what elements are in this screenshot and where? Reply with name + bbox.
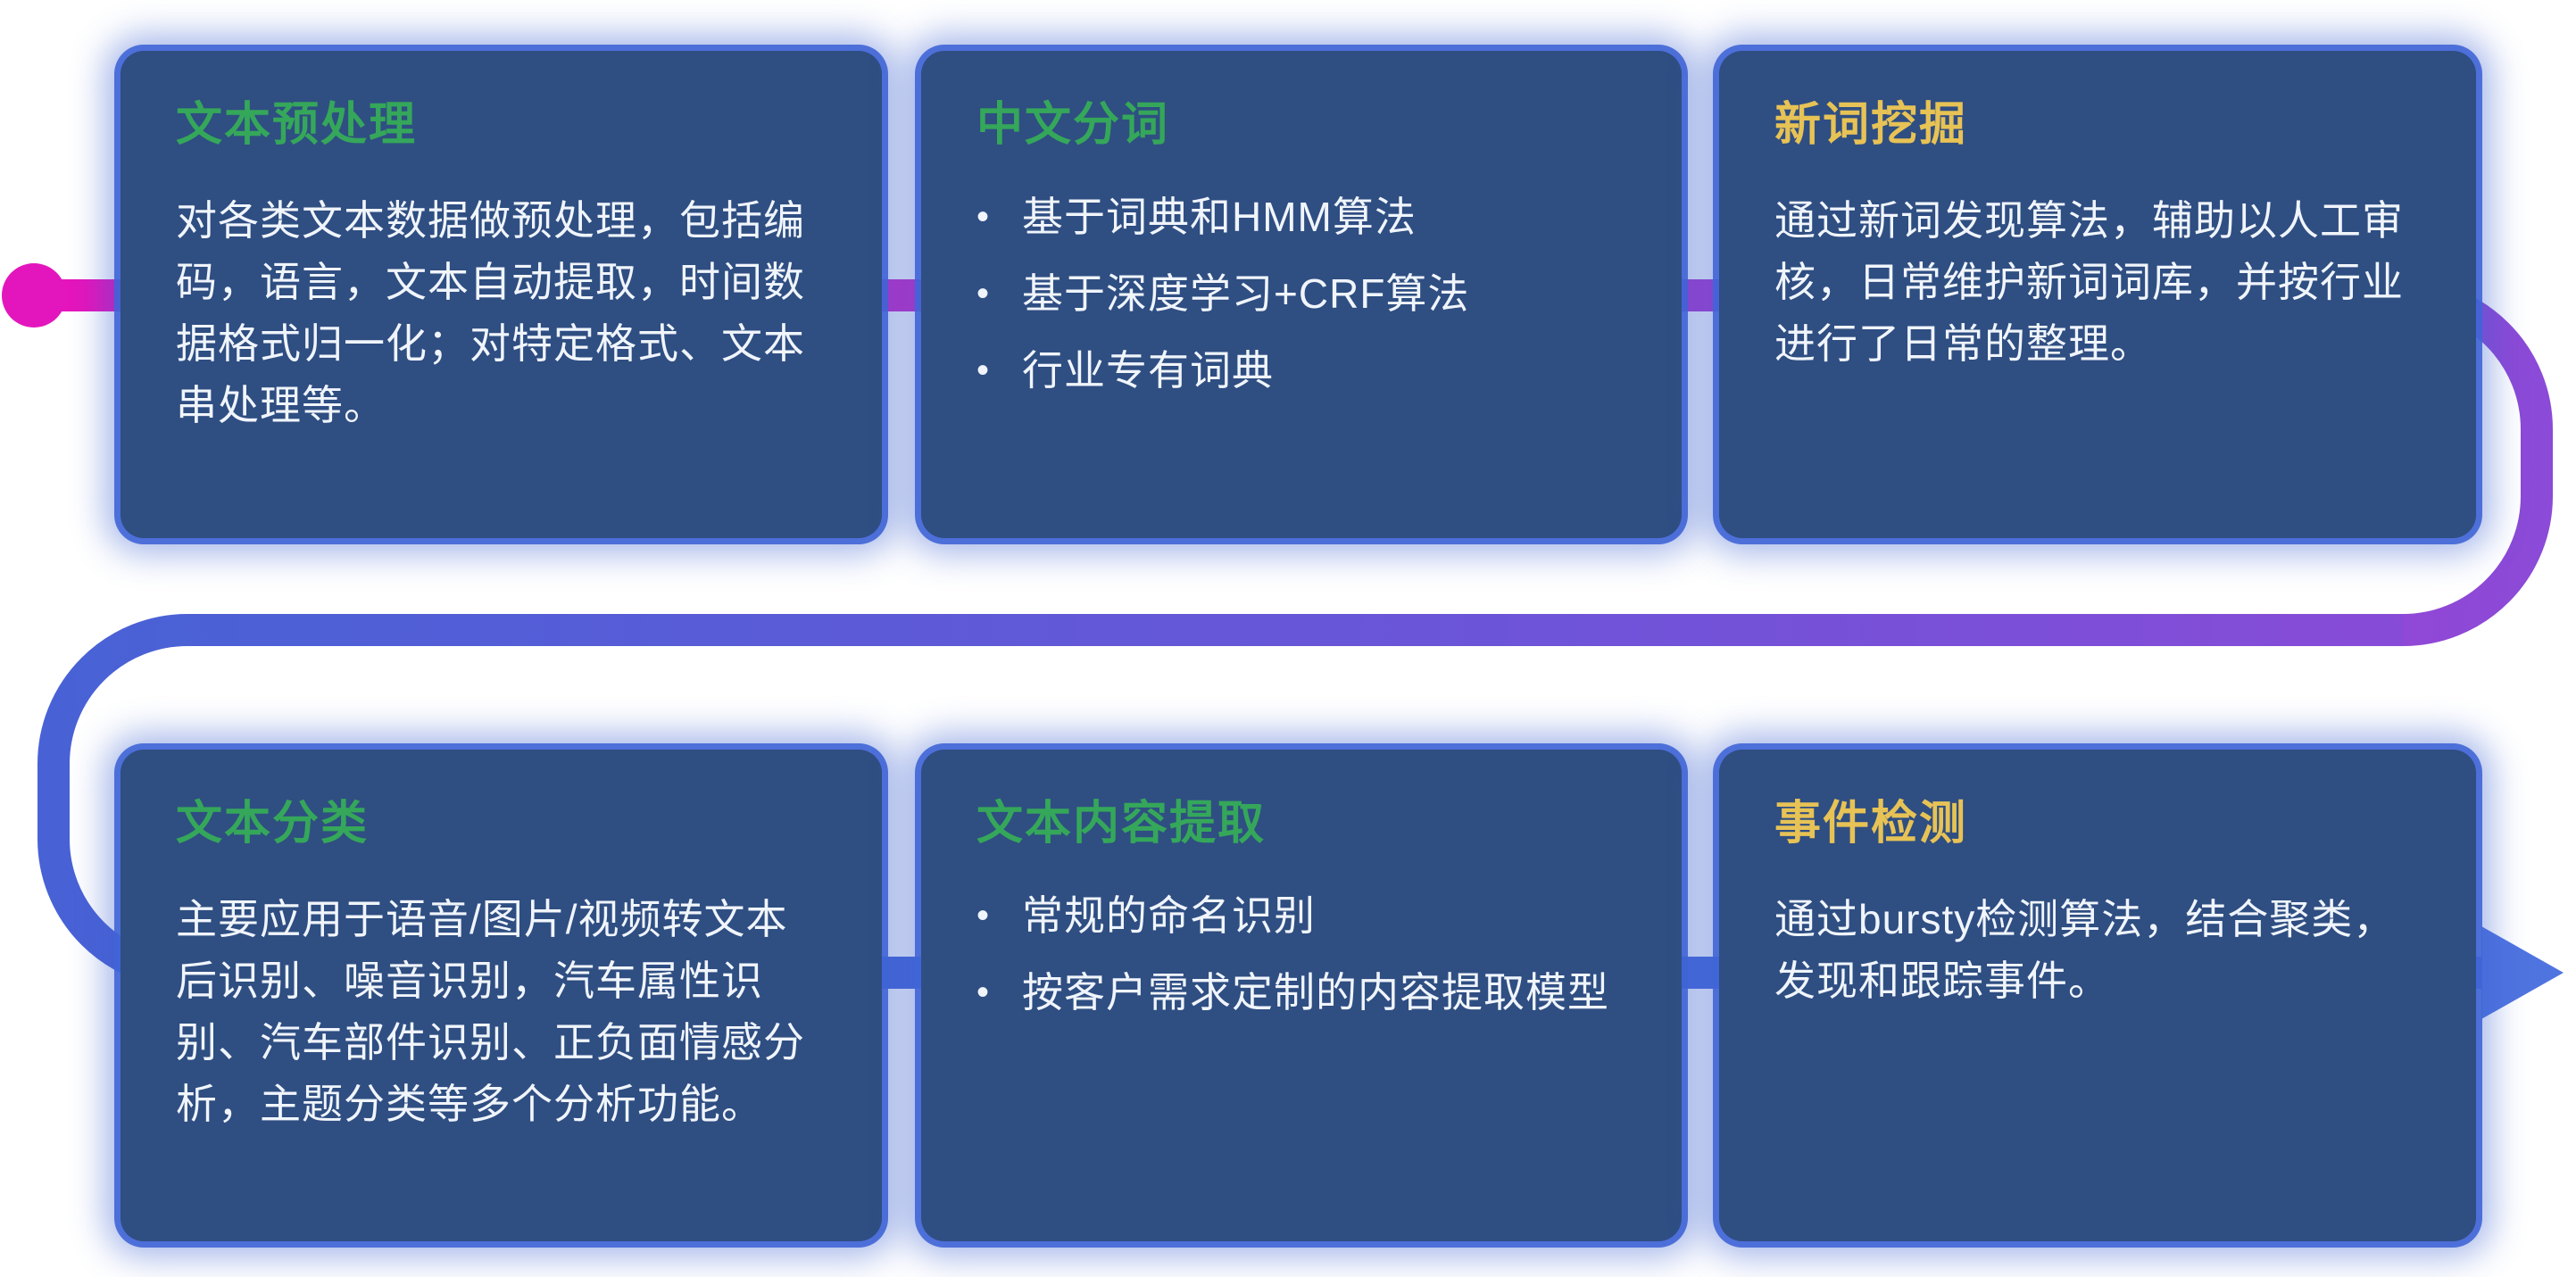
card-text-classification: 文本分类 主要应用于语音/图片/视频转文本后识别、噪音识别，汽车属性识别、汽车部… bbox=[120, 750, 882, 1241]
card-title: 中文分词 bbox=[976, 99, 1170, 151]
card-body: 通过bursty检测算法，结合聚类，发现和跟踪事件。 bbox=[1774, 895, 2396, 1004]
flow-arrow-icon bbox=[2481, 926, 2564, 1019]
bullet-text: 基于词典和HMM算法 bbox=[1022, 193, 1417, 240]
bullet-text: 基于深度学习+CRF算法 bbox=[1022, 269, 1470, 317]
card-body: 主要应用于语音/图片/视频转文本后识别、噪音识别，汽车属性识别、汽车部件识别、正… bbox=[176, 895, 805, 1127]
bullet-text: 行业专有词典 bbox=[1022, 346, 1275, 394]
bullet-list: 常规的命名识别 按客户需求定制的内容提取模型 bbox=[976, 889, 1626, 1019]
card-title: 新词挖掘 bbox=[1774, 99, 1968, 151]
card-body: 对各类文本数据做预处理，包括编码，语言，文本自动提取，时间数据格式归一化；对特定… bbox=[176, 196, 805, 428]
bullet-text: 常规的命名识别 bbox=[1022, 891, 1317, 939]
bullet-item: 行业专有词典 bbox=[976, 344, 1626, 397]
card-new-word-mining: 新词挖掘 通过新词发现算法，辅助以人工审核，日常维护新词词库，并按行业进行了日常… bbox=[1719, 51, 2476, 538]
bullet-list: 基于词典和HMM算法 基于深度学习+CRF算法 行业专有词典 bbox=[976, 190, 1626, 397]
card-text-content-extraction: 文本内容提取 常规的命名识别 按客户需求定制的内容提取模型 bbox=[921, 750, 1682, 1241]
bullet-item: 常规的命名识别 bbox=[976, 889, 1626, 942]
bullet-text: 按客户需求定制的内容提取模型 bbox=[1022, 968, 1610, 1016]
bullet-item: 基于深度学习+CRF算法 bbox=[976, 267, 1626, 320]
card-chinese-word-segmentation: 中文分词 基于词典和HMM算法 基于深度学习+CRF算法 行业专有词典 bbox=[921, 51, 1682, 538]
bullet-item: 基于词典和HMM算法 bbox=[976, 190, 1626, 244]
flow-line-return bbox=[37, 614, 2403, 989]
card-title: 事件检测 bbox=[1774, 798, 1968, 850]
card-title: 文本内容提取 bbox=[976, 798, 1267, 850]
bullet-item: 按客户需求定制的内容提取模型 bbox=[976, 966, 1626, 1019]
flow-start-dot bbox=[2, 263, 66, 328]
card-event-detection: 事件检测 通过bursty检测算法，结合聚类，发现和跟踪事件。 bbox=[1719, 750, 2476, 1241]
card-title: 文本分类 bbox=[176, 798, 370, 850]
card-body: 通过新词发现算法，辅助以人工审核，日常维护新词词库，并按行业进行了日常的整理。 bbox=[1774, 196, 2404, 367]
card-text-preprocessing: 文本预处理 对各类文本数据做预处理，包括编码，语言，文本自动提取，时间数据格式归… bbox=[120, 51, 882, 538]
card-title: 文本预处理 bbox=[176, 99, 418, 151]
